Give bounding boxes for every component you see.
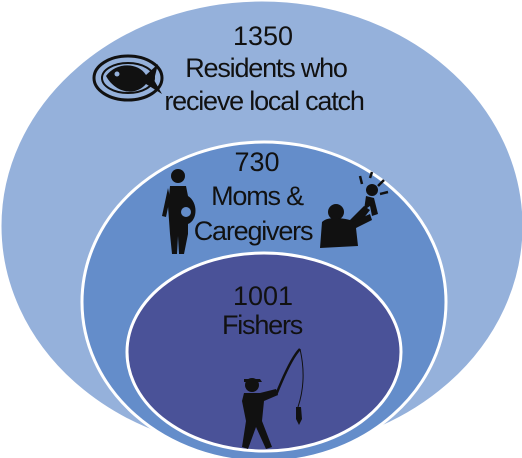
fisherman-icon [242,348,304,449]
residents-label-line-2: recieve local catch [164,86,363,116]
caregivers-label-line-1: Moms & [211,181,304,211]
residents-label-line-1: Residents who [185,53,347,83]
residents-count: 1350 [233,21,293,51]
caregivers-count: 730 [234,147,279,177]
fishers-circle-group [125,251,403,453]
fishers-count: 1001 [233,281,293,311]
parent-lifting-child-icon [320,171,389,248]
caregivers-label-line-2: Caregivers [194,216,313,246]
fishers-label: Fishers [222,310,303,340]
fishers-circle [125,251,403,453]
pregnant-woman-icon [162,169,196,254]
fish-on-plate-icon [92,54,164,102]
